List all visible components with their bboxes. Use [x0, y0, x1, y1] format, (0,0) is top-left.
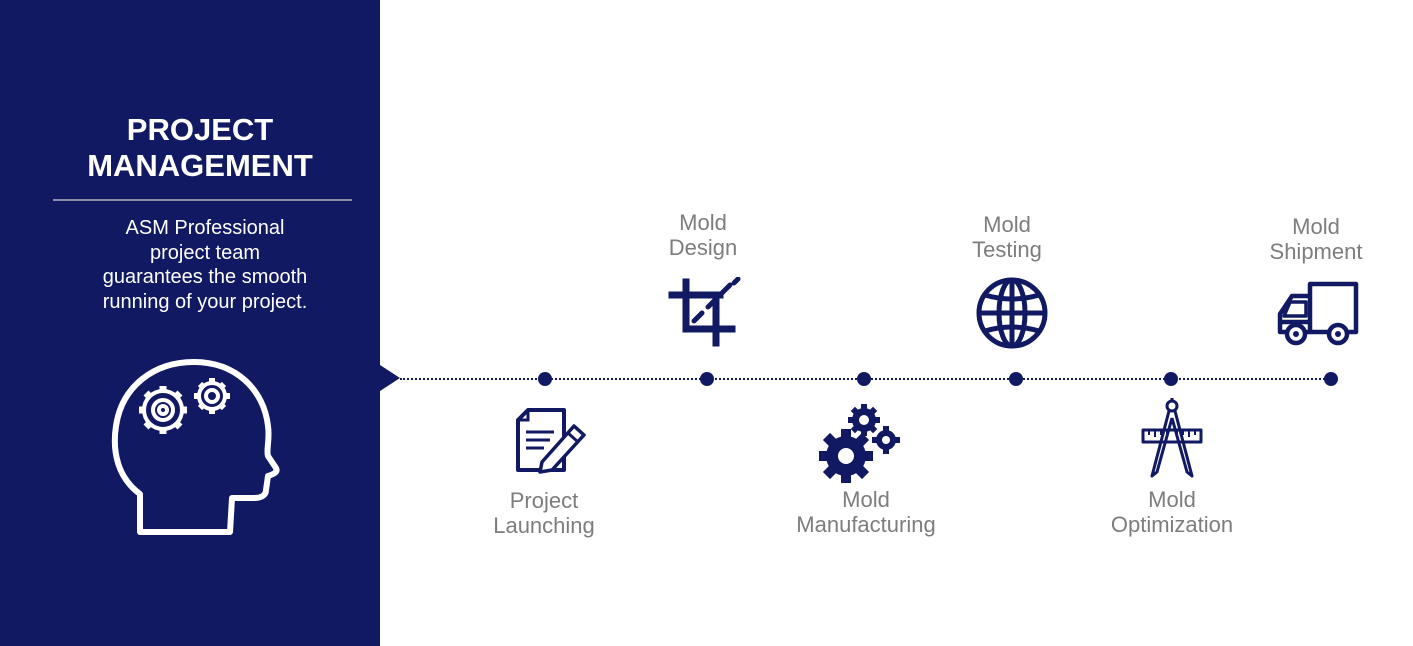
timeline-arrow-tip: [380, 365, 400, 391]
step-5-line2: Optimization: [1110, 512, 1234, 537]
panel-divider: [53, 199, 352, 201]
timeline-node-2: [700, 372, 714, 386]
compass-ruler-icon: [1140, 398, 1204, 478]
step-1-line1: Project: [509, 488, 579, 513]
step-4-line1: Mold: [983, 212, 1031, 237]
timeline-node-1: [538, 372, 552, 386]
timeline-node-4: [1009, 372, 1023, 386]
step-5-line1: Mold: [1148, 487, 1196, 512]
timeline-node-5: [1164, 372, 1178, 386]
panel-title-line2: MANAGEMENT: [87, 148, 313, 183]
step-4-line2: Testing: [972, 237, 1042, 262]
globe-icon: [974, 277, 1050, 349]
document-pen-icon: [514, 408, 588, 474]
step-label-mold-design: Mold Design: [603, 210, 803, 260]
crop-icon: [668, 277, 742, 349]
step-6-line1: Mold: [1292, 214, 1340, 239]
step-label-mold-testing: Mold Testing: [907, 212, 1107, 262]
step-label-mold-shipment: Mold Shipment: [1216, 214, 1413, 264]
gears-icon: [818, 404, 902, 484]
step-label-project-launching: Project Launching: [444, 488, 644, 538]
step-1-line2: Launching: [493, 513, 595, 538]
step-6-line2: Shipment: [1269, 239, 1363, 264]
truck-icon: [1276, 280, 1360, 348]
panel-description: ASM Professional project team guarantees…: [102, 217, 308, 313]
step-3-line1: Mold: [842, 487, 890, 512]
step-label-mold-manufacturing: Mold Manufacturing: [766, 487, 966, 537]
step-label-mold-optimization: Mold Optimization: [1072, 487, 1272, 537]
panel-title: PROJECT MANAGEMENT: [0, 112, 400, 184]
head-with-gears-icon: [108, 356, 280, 546]
step-2-line2: Design: [668, 235, 738, 260]
timeline-node-3: [857, 372, 871, 386]
step-3-line2: Manufacturing: [796, 512, 936, 537]
left-panel: PROJECT MANAGEMENT ASM Professional proj…: [0, 0, 380, 646]
step-2-line1: Mold: [679, 210, 727, 235]
panel-title-line1: PROJECT: [126, 112, 274, 147]
timeline-node-6: [1324, 372, 1338, 386]
